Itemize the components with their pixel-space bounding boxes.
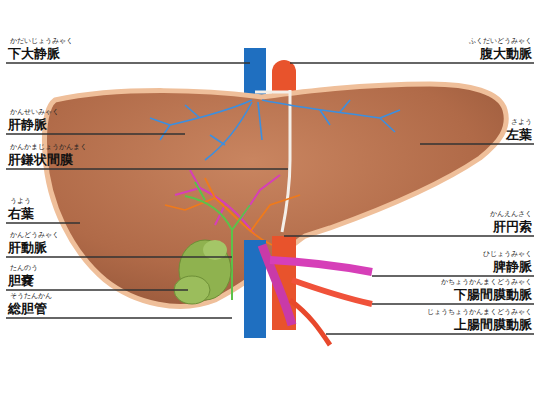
furigana-label: たんのう xyxy=(10,265,38,272)
splenic-vein xyxy=(270,260,372,272)
part-label: 上腸間膜動脈 xyxy=(454,318,532,331)
falciform-ligament xyxy=(282,90,290,232)
part-label: 肝静脈 xyxy=(8,118,47,131)
ligament-top xyxy=(255,91,290,94)
furigana-label: かんどうみゃく xyxy=(10,232,59,239)
furigana-label: かんかまじょうかんまく xyxy=(10,144,87,151)
part-label: 肝円索 xyxy=(493,220,532,233)
leader-lines xyxy=(6,63,534,334)
furigana-label: かんえんさく xyxy=(490,211,532,218)
furigana-label: うよう xyxy=(10,198,31,205)
furigana-label: かちょうかんまくどうみゃく xyxy=(441,279,532,286)
furigana-label: かだいじょうみゃく xyxy=(10,38,73,45)
furigana-label: そうたんかん xyxy=(10,293,52,300)
part-label: 肝動脈 xyxy=(8,241,47,254)
part-label: 脾静脈 xyxy=(493,260,532,273)
furigana-label: じょうちょうかんまくどうみゃく xyxy=(427,309,532,316)
superior-mesenteric-artery xyxy=(290,300,330,345)
part-label: 左葉 xyxy=(506,128,532,141)
part-label: 総胆管 xyxy=(8,302,47,315)
furigana-label: ふくだいどうみゃく xyxy=(469,38,532,45)
gallbladder xyxy=(174,240,231,304)
portal-vein xyxy=(175,170,280,235)
inferior-mesenteric-artery xyxy=(292,280,372,304)
part-label: 胆嚢 xyxy=(8,274,34,287)
furigana-label: さよう xyxy=(511,119,532,126)
furigana-label: かんせいみゃく xyxy=(10,109,59,116)
furigana-label: ひじょうみゃく xyxy=(483,251,532,258)
part-label: 下腸間膜動脈 xyxy=(454,288,532,301)
part-label: 下大静脈 xyxy=(8,47,60,60)
part-label: 右葉 xyxy=(8,207,34,220)
part-label: 腹大動脈 xyxy=(480,47,532,60)
part-label: 肝鎌状間膜 xyxy=(8,153,73,166)
hepatic-veins xyxy=(150,100,400,160)
